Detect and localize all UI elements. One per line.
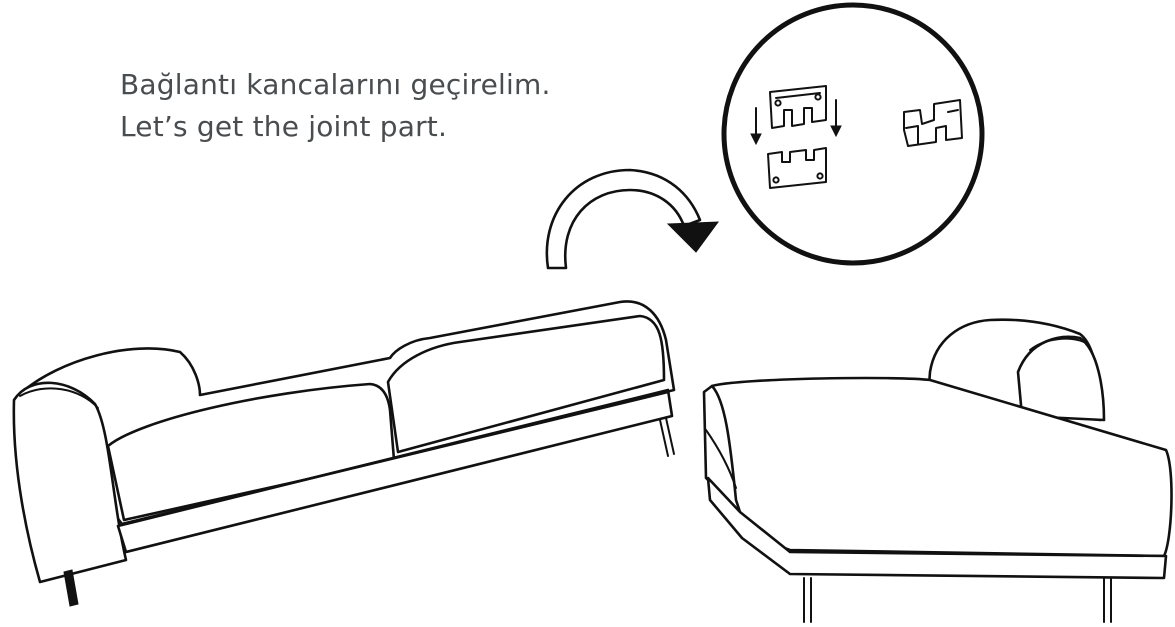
detail-circle xyxy=(724,5,982,263)
sofa-left-section xyxy=(14,301,674,606)
curved-arrow-icon xyxy=(547,170,718,268)
sofa-right-section xyxy=(704,320,1172,622)
